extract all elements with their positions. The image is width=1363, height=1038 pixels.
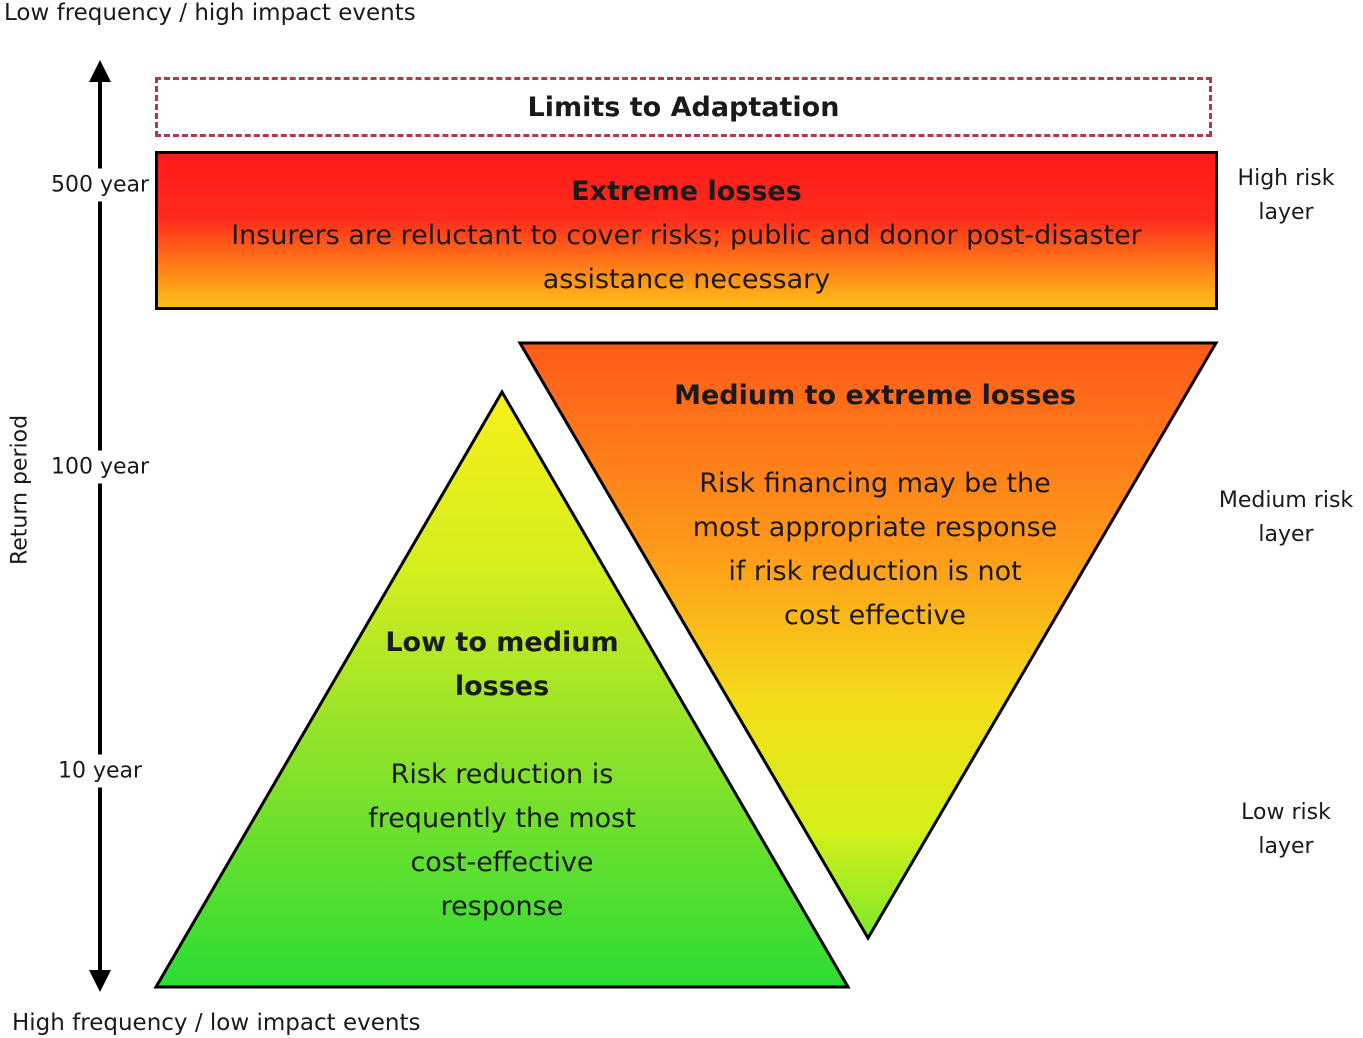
arrow-up-icon bbox=[89, 60, 111, 82]
low-risk-layer-label: Low risk layer bbox=[1241, 796, 1331, 864]
medium-losses-title: Medium to extreme losses bbox=[674, 380, 1076, 411]
extreme-losses-body-line: Insurers are reluctant to cover risks; p… bbox=[231, 220, 1142, 251]
limits-to-adaptation-box: Limits to Adaptation bbox=[155, 77, 1212, 137]
layer-label-line: High risk bbox=[1237, 166, 1335, 191]
medium-losses-body-line: if risk reduction is not bbox=[728, 556, 1022, 587]
low-losses-title-line: losses bbox=[454, 671, 550, 702]
medium-losses-text: Medium to extreme losses Risk financing … bbox=[674, 374, 1076, 638]
layer-label-line: Medium risk bbox=[1218, 488, 1354, 513]
low-losses-body-line: frequently the most bbox=[368, 803, 636, 834]
layer-label-line: Low risk bbox=[1241, 800, 1331, 825]
medium-losses-body-line: most appropriate response bbox=[692, 512, 1058, 543]
medium-losses-triangle bbox=[517, 341, 1219, 941]
arrow-down-icon bbox=[89, 970, 111, 992]
medium-losses-body-line: cost effective bbox=[784, 600, 966, 631]
layer-label-line: layer bbox=[1258, 522, 1314, 547]
layer-label-line: layer bbox=[1258, 834, 1314, 859]
limits-label: Limits to Adaptation bbox=[527, 91, 840, 123]
low-losses-body-line: cost-effective bbox=[410, 847, 594, 878]
low-losses-title-line: Low to medium bbox=[385, 627, 619, 658]
tick-10-year: 10 year bbox=[57, 754, 143, 788]
high-risk-layer-label: High risk layer bbox=[1238, 162, 1335, 230]
bottom-caption: High frequency / low impact events bbox=[12, 1010, 421, 1036]
extreme-losses-body-line: assistance necessary bbox=[542, 264, 831, 295]
axis-label: Return period bbox=[7, 414, 33, 566]
tick-500-year: 500 year bbox=[50, 168, 150, 202]
extreme-losses-title: Extreme losses bbox=[571, 176, 802, 207]
tick-100-year: 100 year bbox=[50, 450, 150, 484]
top-caption: Low frequency / high impact events bbox=[4, 0, 416, 26]
layer-label-line: layer bbox=[1258, 200, 1314, 225]
low-losses-text: Low to medium losses Risk reduction is f… bbox=[368, 621, 636, 929]
low-losses-body-line: response bbox=[440, 891, 564, 922]
low-losses-triangle bbox=[153, 389, 851, 989]
low-losses-body-line: Risk reduction is bbox=[390, 759, 614, 790]
extreme-losses-box: Extreme losses Insurers are reluctant to… bbox=[155, 151, 1218, 310]
medium-losses-body-line: Risk financing may be the bbox=[699, 468, 1051, 499]
medium-risk-layer-label: Medium risk layer bbox=[1219, 484, 1353, 552]
